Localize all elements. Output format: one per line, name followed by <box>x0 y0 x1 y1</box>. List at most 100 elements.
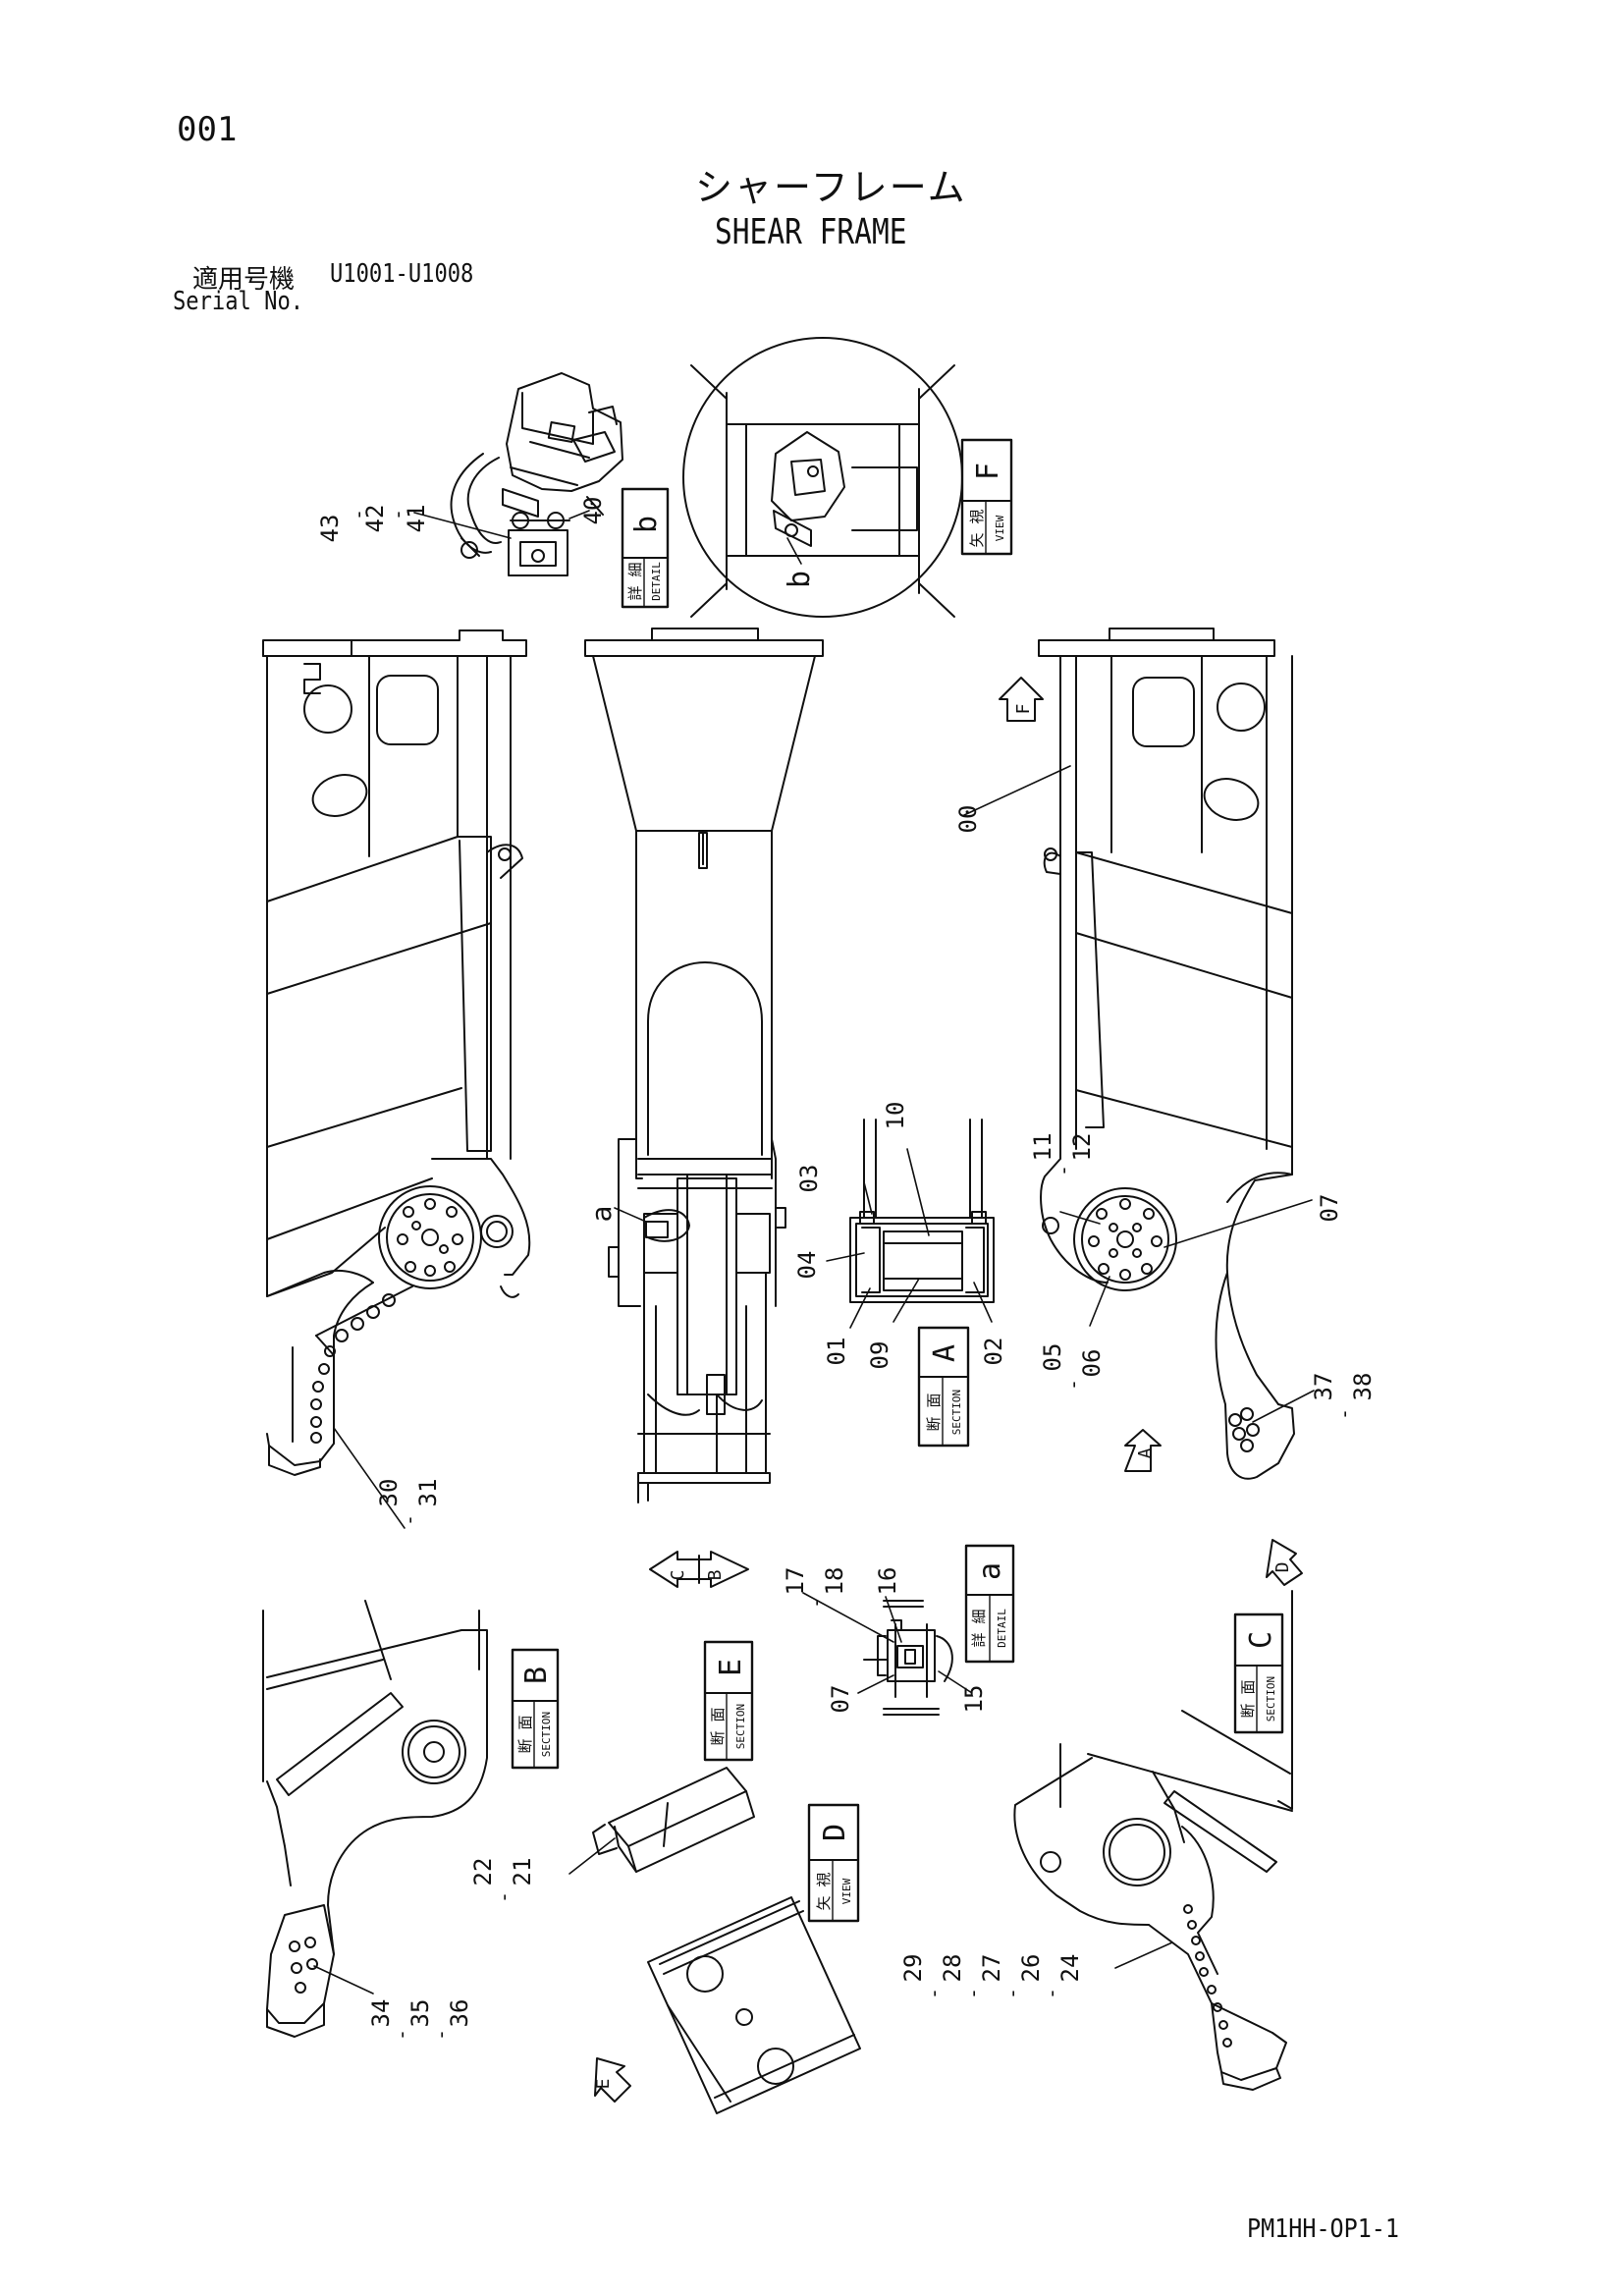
label-section-a-letter: A <box>928 1344 962 1362</box>
section-c-drawing <box>1013 1590 1293 2091</box>
callout-06: 06 <box>1078 1349 1106 1378</box>
callout-dash-12: - <box>1052 1165 1075 1176</box>
callout-a-top-view: a <box>585 1206 618 1223</box>
callout-dash-18: - <box>804 1597 828 1609</box>
callout-29: 29 <box>899 1954 927 1983</box>
callout-15: 15 <box>960 1685 988 1714</box>
page-number: 001 <box>177 110 238 149</box>
callout-24: 24 <box>1056 1954 1084 1983</box>
callout-dash-31: - <box>398 1514 421 1526</box>
callout-dash-41: - <box>386 509 409 520</box>
section-e-block-drawing <box>592 1767 755 1873</box>
callout-00: 00 <box>954 805 982 834</box>
frame-right-side-view <box>1038 628 1295 1480</box>
callout-30: 30 <box>375 1479 403 1507</box>
arrow-letter-a: A <box>1135 1448 1156 1458</box>
label-detail-b-jp: 詳 細 <box>626 562 644 600</box>
leader-07 <box>1163 1199 1313 1248</box>
callout-12: 12 <box>1068 1133 1096 1162</box>
label-section-c-en: SECTION <box>1265 1676 1277 1722</box>
leader-24 <box>1114 1941 1173 1969</box>
callout-dash-35: - <box>390 2029 413 2041</box>
serial-label-english: Serial No. <box>173 287 304 316</box>
callout-11: 11 <box>1029 1133 1056 1162</box>
callout-42: 42 <box>361 505 389 533</box>
label-section-b-letter: B <box>519 1667 554 1684</box>
callout-17: 17 <box>782 1567 809 1596</box>
label-section-a-jp: 断 面 <box>925 1393 943 1431</box>
callout-21: 21 <box>509 1858 536 1886</box>
label-detail-a-letter: a <box>973 1562 1007 1580</box>
label-section-e <box>703 1640 754 1762</box>
view-d-plate-drawing <box>647 1896 861 2114</box>
direction-arrow-e <box>594 2057 631 2103</box>
callout-dash-38: - <box>1332 1408 1356 1420</box>
leader-a <box>614 1207 647 1223</box>
direction-arrow-c-b <box>649 1551 749 1588</box>
label-section-c <box>1233 1613 1284 1734</box>
leader-16 <box>885 1596 902 1643</box>
leader-30 <box>333 1427 406 1529</box>
label-view-f <box>960 438 1013 556</box>
callout-38: 38 <box>1349 1373 1377 1401</box>
leader-09 <box>893 1278 920 1323</box>
detail-b-valve-drawing <box>450 372 623 576</box>
callout-dash-26: - <box>1001 1988 1024 1999</box>
callout-27: 27 <box>978 1954 1005 1983</box>
frame-top-view <box>584 628 824 1503</box>
arrow-letter-b: B <box>705 1570 726 1581</box>
callout-36: 36 <box>446 1999 473 2028</box>
leader-05 <box>1089 1276 1110 1327</box>
leader-34 <box>313 1965 374 1995</box>
callout-dash-28: - <box>922 1988 946 1999</box>
label-section-c-jp: 断 面 <box>1239 1679 1257 1718</box>
callout-04: 04 <box>793 1251 821 1280</box>
serial-label-japanese: 適用号機 <box>192 265 296 295</box>
leader-15 <box>938 1670 973 1694</box>
view-f-drawing <box>682 337 963 618</box>
callout-dash-27: - <box>961 1988 985 1999</box>
leader-03 <box>863 1181 873 1215</box>
callout-02: 02 <box>980 1338 1007 1366</box>
callout-43: 43 <box>316 515 344 543</box>
callout-b-view-f: b <box>783 571 817 588</box>
leader-10 <box>906 1148 930 1236</box>
label-detail-b-en: DETAIL <box>650 562 663 601</box>
label-view-d-en: VIEW <box>840 1878 853 1904</box>
label-view-f-letter: F <box>971 463 1005 480</box>
title-japanese: シャーフレーム <box>695 166 967 209</box>
callout-01: 01 <box>823 1338 850 1366</box>
detail-a-drawing <box>863 1600 953 1716</box>
direction-arrow-f <box>999 677 1044 722</box>
section-b-drawing <box>262 1600 488 2038</box>
frame-left-side-view <box>262 629 531 1476</box>
callout-dash-06: - <box>1061 1379 1085 1391</box>
label-view-f-jp: 矢 視 <box>968 509 986 547</box>
callout-41: 41 <box>403 505 430 533</box>
arrow-letter-c: C <box>668 1570 688 1581</box>
label-section-c-letter: C <box>1244 1631 1278 1649</box>
callout-40: 40 <box>579 497 607 525</box>
arrow-letter-e: E <box>593 2079 614 2090</box>
callout-16: 16 <box>874 1567 901 1596</box>
label-section-a <box>917 1326 970 1448</box>
callout-35: 35 <box>406 1999 434 2028</box>
label-detail-b <box>621 487 670 609</box>
label-section-b <box>511 1648 560 1770</box>
callout-22: 22 <box>469 1858 497 1886</box>
callout-dash-24: - <box>1040 1988 1063 1999</box>
leader-00 <box>963 765 1071 816</box>
leader-07b <box>857 1674 894 1694</box>
callout-dash-21: - <box>492 1891 515 1903</box>
label-section-b-en: SECTION <box>540 1712 553 1757</box>
callout-07-detail-a: 07 <box>827 1685 854 1714</box>
leader-37 <box>1252 1390 1315 1423</box>
leader-11 <box>1059 1211 1101 1225</box>
label-detail-a-jp: 詳 細 <box>970 1609 988 1647</box>
leader-02 <box>973 1282 993 1323</box>
leader-01 <box>849 1287 871 1329</box>
callout-dash-42: - <box>347 509 370 520</box>
callout-10: 10 <box>882 1102 909 1130</box>
callout-09: 09 <box>866 1341 893 1370</box>
title-english: SHEAR FRAME <box>715 212 907 252</box>
